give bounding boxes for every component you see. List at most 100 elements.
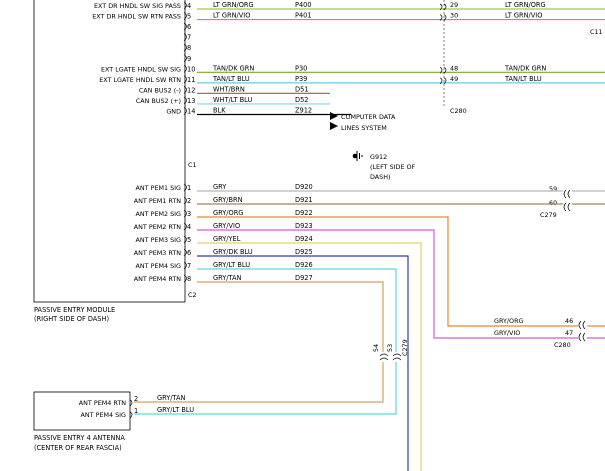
c280b-label: C280 [554,341,571,349]
pin-label: CAN BUS2 (+) [136,97,181,105]
passive-entry-module-box [33,0,186,303]
pin-number: 2 [187,197,191,205]
wire-gry-yel [197,242,422,471]
c280-upper-label: C280 [450,107,467,115]
antenna-location: (CENTER OF REAR FASCIA) [34,444,122,452]
pin-label: EXT LGATE HNDL SW RTN [99,76,181,84]
pin-bracket [183,43,187,52]
pin-label: ANT PEM1 RTN [134,197,181,205]
wire-gry-tan-antenna [134,362,384,403]
c280-pin-bracket [439,3,447,11]
connector-c1-label: C1 [188,161,197,169]
circuit-id: D923 [295,222,313,230]
wire-gry-org [197,216,578,327]
computer-data-line-1: COMPUTER DATA [341,113,396,121]
circuit-id: P30 [295,64,307,72]
wire-gry-tan [197,281,384,352]
c280-pin-number: 30 [450,12,458,20]
c280b-pin-47: 47 [565,329,573,337]
c279v-pin-54: 54 [372,344,380,352]
pin-number: 1 [187,184,191,192]
pin-bracket [183,261,187,270]
wire-color-name: LT GRN/ORG [213,1,254,9]
c279-connector-symbol [563,189,571,212]
circuit-id: D927 [295,274,313,282]
c280-pin-bracket [439,66,447,74]
pin-bracket [183,54,187,63]
wire-color-name: WHT/LT BLU [213,96,252,104]
pin-label: GND [166,108,181,116]
module-location: (RIGHT SIDE OF DASH) [34,315,109,323]
circuit-id: P39 [295,75,307,83]
antenna-pin-2-bracket [129,399,133,407]
wire-color-name: GRY/ORG [213,209,243,217]
c11-label: C11 [590,28,603,36]
ground-id: G912 [370,153,387,161]
c279-pin-60: 60 [549,199,557,207]
pin-bracket [183,209,187,218]
c279-right-label: C279 [540,211,557,219]
antenna-pin-1-num: 1 [134,407,138,415]
module-name: PASSIVE ENTRY MODULE [34,306,115,314]
wire-color-name: WHT/BRN [213,85,245,93]
far-wire-color-name: TAN/LT BLU [504,75,542,83]
c279v-label: C279 [401,339,409,356]
c280-pin-number: 49 [450,75,458,83]
far-wire-color-name: LT GRN/VIO [505,12,542,20]
pin-bracket [183,196,187,205]
pin-bracket [183,107,187,115]
antenna-pin-2-num: 2 [134,395,138,403]
wire-color-name: GRY/DK BLU [213,248,253,256]
circuit-id: D51 [295,85,308,93]
antenna-pin-1-bracket [129,411,133,419]
antenna-pin-2-label: ANT PEM4 RTN [79,399,126,407]
pin-number: 7 [187,34,191,42]
pin-label: ANT PEM1 SIG [136,184,182,192]
circuit-id: D925 [295,248,313,256]
pin-bracket [183,96,187,105]
pin-number: 3 [187,210,191,218]
circuit-id: Z912 [295,107,312,115]
connector-c2-label: C2 [188,291,197,299]
wire-color-name: GRY/BRN [213,196,243,204]
pin-bracket [183,12,187,20]
far-wire-color-name: LT GRN/ORG [505,1,546,9]
wire-color-name: LT GRN/VIO [213,12,250,20]
pin-bracket [183,222,187,231]
wire-color-name: GRY [213,183,227,191]
c279-pin-59: 59 [549,185,557,193]
pin-number: 12 [187,86,195,94]
c280b-pin-46: 46 [565,317,573,325]
pin-label: ANT PEM4 RTN [134,275,181,283]
computer-data-arrow-2 [330,122,338,130]
c279v-connector-symbol [379,353,402,361]
far-wire-color-name: TAN/DK GRN [504,64,546,72]
wire-color-name: GRY/VIO [213,222,240,230]
antenna-pin-1-color: GRY/LT BLU [157,406,194,414]
pin-bracket [183,86,187,94]
wire-gry-dk-blu [197,255,409,471]
c280b-connector-symbol [578,320,586,342]
pin-number: 10 [187,65,195,73]
pin-number: 8 [187,275,191,283]
pin-label: ANT PEM3 SIG [136,236,182,244]
circuit-id: D926 [295,261,313,269]
antenna-name: PASSIVE ENTRY 4 ANTENNA [34,434,125,442]
pin-number: 4 [187,223,191,231]
pin-bracket [183,22,187,31]
pin-number: 8 [187,44,191,52]
pin-label: ANT PEM4 SIG [136,262,182,270]
pin-label: EXT DR HNDL SW RTN PASS [92,13,181,21]
pin-bracket [183,248,187,257]
pin-number: 5 [187,13,191,21]
wire-gry-lt-blu [197,268,397,352]
pin-number: 6 [187,249,191,257]
ground-location-1: (LEFT SIDE OF [370,163,416,171]
pin-label: ANT PEM3 RTN [134,249,181,257]
wire-color-name: TAN/LT BLU [212,75,250,83]
circuit-id: D924 [295,235,313,243]
c280-pin-number: 48 [450,64,458,72]
pin-number: 14 [187,108,195,116]
wire-color-name: GRY/TAN [213,274,242,282]
ground-location-2: DASH) [370,173,391,181]
